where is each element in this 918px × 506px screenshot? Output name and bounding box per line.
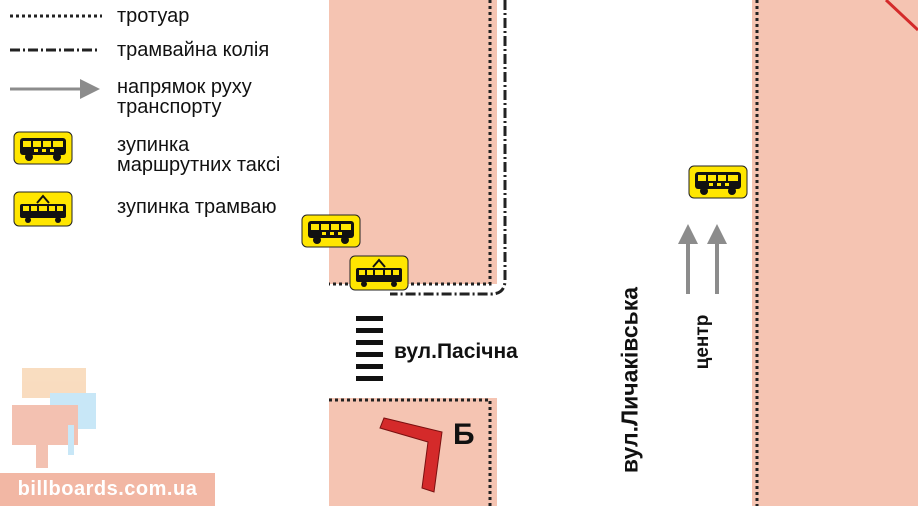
legend-direction-label-line1: напрямок руху: [117, 76, 252, 98]
direction-arrow-icon-left: [678, 224, 698, 294]
legend-minibus-label-line2: маршрутних таксі: [117, 154, 281, 176]
city-block-east: [752, 0, 918, 506]
street-label-lychakivska: вул.Личаківська: [616, 286, 643, 474]
tram-track: [390, 0, 507, 296]
billboard-marker-letter: Б: [453, 418, 475, 451]
legend-tram-stop-label: зупинка трамваю: [117, 196, 277, 218]
legend-direction-label-line2: транспорту: [117, 96, 222, 118]
legend-minibus-icon: [13, 131, 73, 165]
direction-arrow-icon-right: [707, 224, 727, 294]
watermark-site-link[interactable]: billboards.com.ua: [0, 473, 215, 506]
diagonal-road-edge: [884, 0, 918, 32]
legend-minibus-label-line1: зупинка: [117, 134, 190, 156]
tram-stop-icon: [349, 255, 409, 291]
city-block-south: [329, 398, 497, 506]
billboard-logo-icon: [12, 368, 96, 468]
crosswalk: [356, 316, 383, 381]
billboard-marker: [379, 417, 443, 493]
legend-arrow-icon: [10, 79, 100, 99]
center-label: центр: [692, 314, 713, 370]
minibus-stop-icon: [301, 214, 361, 248]
legend-sidewalk-label: тротуар: [117, 5, 190, 27]
legend-tram-icon: [13, 191, 73, 227]
minibus-stop-icon-east: [688, 165, 748, 199]
legend-tram-track-label: трамвайна колія: [117, 39, 270, 61]
street-label-pasichna: вул.Пасічна: [394, 340, 518, 363]
